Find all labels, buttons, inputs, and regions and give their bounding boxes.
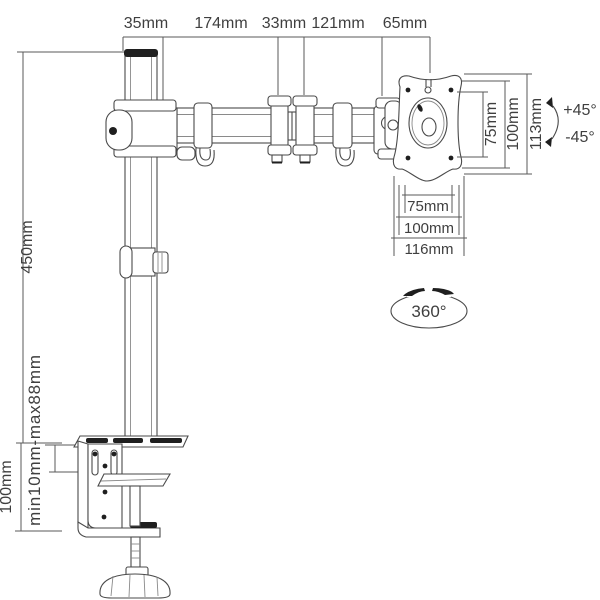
dimension-lines-bottom: 75mm 100mm 116mm: [391, 176, 467, 258]
tilt-up-label: +45°: [563, 102, 597, 119]
cable-clip-1: [193, 102, 215, 167]
arm-assembly: [105, 95, 403, 167]
dim-top-arm-segment-1: 174mm: [194, 15, 247, 32]
dim-bottom-vesa-outer-spacing: 100mm: [404, 220, 454, 237]
dim-right-vesa-hole-spacing: 75mm: [483, 102, 500, 146]
tilt-down-label: -45°: [565, 129, 595, 146]
rotation-label: 360°: [411, 302, 446, 321]
dim-left-desk-thickness-range: min10mm-max88mm: [25, 354, 44, 526]
vesa-hole-icon: [448, 155, 454, 161]
dim-left-pole-height: 450mm: [19, 220, 36, 273]
dim-top-arm-offset: 35mm: [124, 15, 168, 32]
rotate-left-arrow-icon: [403, 288, 425, 296]
plate-boss: [408, 97, 448, 149]
clamp-screw-icon: [109, 127, 117, 135]
vesa-hole-icon: [405, 87, 411, 93]
rotation-annotation: 360°: [390, 286, 468, 329]
pole-arm-clamp: [105, 99, 196, 161]
arm-middle-joint: [267, 95, 318, 164]
dim-bottom-plate-width: 116mm: [405, 241, 454, 258]
pole-cap: [124, 49, 158, 57]
dim-top-arm-joint: 33mm: [262, 15, 306, 32]
cable-clip-2: [332, 102, 355, 167]
dimension-lines-right: 75mm 100mm 113mm: [457, 73, 545, 175]
rotate-right-arrow-icon: [432, 288, 454, 295]
vesa-hole-icon: [448, 87, 454, 93]
tilt-annotation: +45° -45°: [545, 97, 597, 147]
dim-right-plate-height: 113mm: [528, 98, 545, 150]
tilt-down-arrow-icon: [545, 137, 552, 147]
pole-collar: [119, 245, 169, 279]
dimension-lines-top: 35mm 174mm 33mm 121mm 65mm: [122, 15, 431, 100]
dim-right-vesa-outer-spacing: 100mm: [505, 97, 522, 150]
dim-bottom-vesa-hole-spacing: 75mm: [407, 198, 449, 215]
dim-top-arm-segment-2: 121mm: [311, 15, 364, 32]
vesa-hole-icon: [405, 155, 411, 161]
vesa-plate: [384, 74, 463, 182]
desk-clamp: [73, 435, 189, 599]
clamp-knob: [99, 573, 171, 599]
tilt-up-arrow-icon: [546, 97, 553, 108]
dim-left-clamp-height: 100mm: [0, 460, 15, 513]
plate-top-hole-icon: [424, 86, 432, 94]
dimension-lines-left: 450mm min10mm-max88mm 100mm: [0, 51, 127, 532]
dim-top-head: 65mm: [383, 15, 427, 32]
